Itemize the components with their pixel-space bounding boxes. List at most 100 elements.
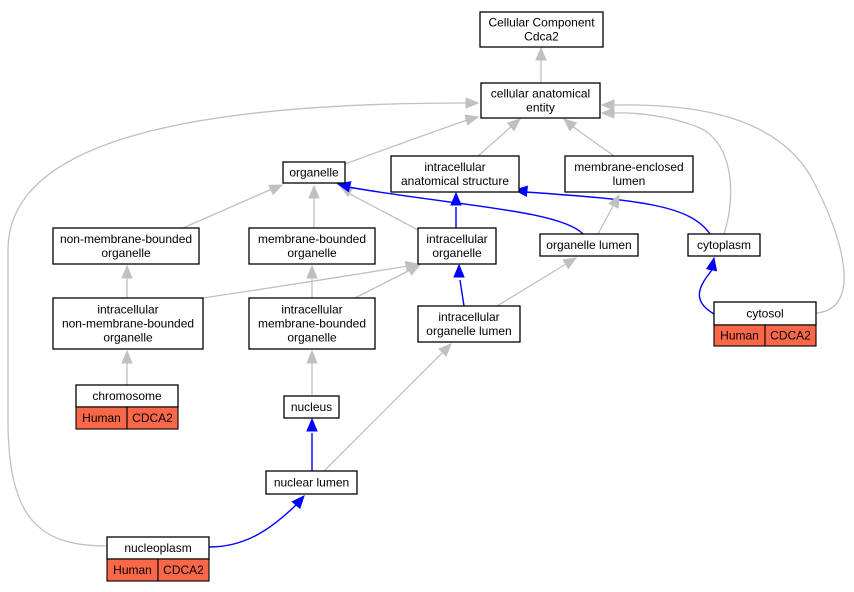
species-label: Human xyxy=(82,411,121,425)
node-label: membrane-enclosed xyxy=(574,160,683,174)
node-box xyxy=(479,11,604,48)
node-box xyxy=(283,395,340,419)
gene-label: CDCA2 xyxy=(132,411,173,425)
edge-line xyxy=(7,102,467,547)
go-term-node-nucleoplasm[interactable]: nucleoplasm xyxy=(106,536,210,560)
is-a-edge-nucleoplasm-cae xyxy=(7,97,480,547)
edge-arrowhead xyxy=(563,118,578,132)
gene-label: CDCA2 xyxy=(163,563,204,577)
edge-arrowhead xyxy=(465,97,480,109)
node-box xyxy=(282,161,346,184)
part-of-edge-iol-io xyxy=(453,263,465,307)
go-term-node-nuclear-lumen[interactable]: nuclear lumen xyxy=(265,470,358,495)
edge-arrowhead xyxy=(406,264,422,276)
node-label: chromosome xyxy=(92,389,162,403)
node-label: nuclear lumen xyxy=(274,476,349,490)
is-a-edge-inmbo-nmbo xyxy=(121,264,133,298)
node-box xyxy=(390,155,520,193)
node-label: organelle xyxy=(289,166,339,180)
edge-line xyxy=(354,269,411,299)
edge-arrowhead xyxy=(608,193,620,209)
edge-arrowhead xyxy=(450,191,462,206)
node-label: organelle xyxy=(287,331,337,345)
node-label: nucleoplasm xyxy=(124,541,191,555)
edge-arrowhead xyxy=(308,184,320,199)
species-label: Human xyxy=(720,329,759,343)
is-a-edge-nmbo-organelle xyxy=(182,184,284,229)
edge-line xyxy=(208,504,297,548)
edge-line xyxy=(182,188,273,229)
edge-line xyxy=(459,279,465,307)
node-label: non-membrane-bounded xyxy=(60,232,192,246)
annotation-tag-chromosome: Human CDCA2 xyxy=(75,406,179,430)
go-term-node-cytosol[interactable]: cytosol xyxy=(713,301,817,326)
edge-arrowhead xyxy=(464,114,480,126)
node-label: non-membrane-bounded xyxy=(62,317,194,331)
is-a-edge-ias-cae xyxy=(477,118,521,157)
node-box xyxy=(417,227,497,265)
node-label: membrane-bounded xyxy=(258,232,366,246)
edge-arrowhead xyxy=(562,257,578,270)
go-term-node-organelle[interactable]: organelle xyxy=(282,161,346,184)
node-box xyxy=(539,233,639,257)
edge-arrowhead xyxy=(268,184,284,196)
edge-arrowhead xyxy=(306,417,318,432)
node-label: organelle xyxy=(432,246,482,260)
part-of-edge-cytosol-cytoplasm xyxy=(698,256,718,315)
node-label: organelle xyxy=(287,246,337,260)
node-label: entity xyxy=(526,101,555,115)
edge-arrowhead xyxy=(306,264,318,279)
go-term-node-nucleus[interactable]: nucleus xyxy=(283,395,340,419)
edge-arrowhead xyxy=(438,343,452,357)
node-box xyxy=(564,155,694,193)
node-label: cytoplasm xyxy=(697,238,751,252)
go-term-node-cytoplasm[interactable]: cytoplasm xyxy=(687,233,761,257)
node-label: organelle lumen xyxy=(426,324,511,338)
edges-layer xyxy=(7,46,845,548)
edge-line xyxy=(323,352,443,472)
node-box xyxy=(248,227,376,265)
is-a-edge-nuclear-lumen-iol xyxy=(323,343,452,472)
edge-arrowhead xyxy=(506,118,521,132)
node-label: intracellular xyxy=(281,303,342,317)
gene-cell xyxy=(764,324,817,347)
node-label: Cellular Component xyxy=(488,16,595,30)
edge-line xyxy=(496,263,567,307)
part-of-edge-nucleoplasm-nuclear-lumen xyxy=(208,495,305,548)
edge-line xyxy=(698,269,715,315)
node-label: organelle lumen xyxy=(546,238,631,252)
edge-line xyxy=(613,104,845,314)
is-a-edge-imbo-io xyxy=(354,264,422,299)
edge-line xyxy=(347,186,584,235)
is-a-edge-cytoplasm-cae xyxy=(600,107,732,235)
edge-arrowhead xyxy=(600,107,615,119)
edge-line xyxy=(525,191,711,235)
node-label: membrane-bounded xyxy=(258,317,366,331)
go-term-node-inmbo[interactable]: intracellularnon-membrane-boundedorganel… xyxy=(52,297,204,350)
go-term-node-ol[interactable]: organelle lumen xyxy=(539,233,639,257)
is-a-edge-organelle-cae xyxy=(344,114,480,165)
node-box xyxy=(687,233,761,257)
node-label: organelle xyxy=(101,246,151,260)
is-a-edge-mel-cae xyxy=(563,118,615,157)
is-a-edge-mbo-organelle xyxy=(308,184,320,228)
edge-arrowhead xyxy=(453,263,465,278)
species-label: Human xyxy=(113,563,152,577)
part-of-edge-cytoplasm-ias xyxy=(513,185,711,235)
edge-arrowhead xyxy=(600,99,615,111)
edge-arrowhead xyxy=(306,349,318,364)
go-term-node-chromosome[interactable]: chromosome xyxy=(75,384,179,408)
node-label: lumen xyxy=(613,174,646,188)
node-box xyxy=(248,297,376,350)
